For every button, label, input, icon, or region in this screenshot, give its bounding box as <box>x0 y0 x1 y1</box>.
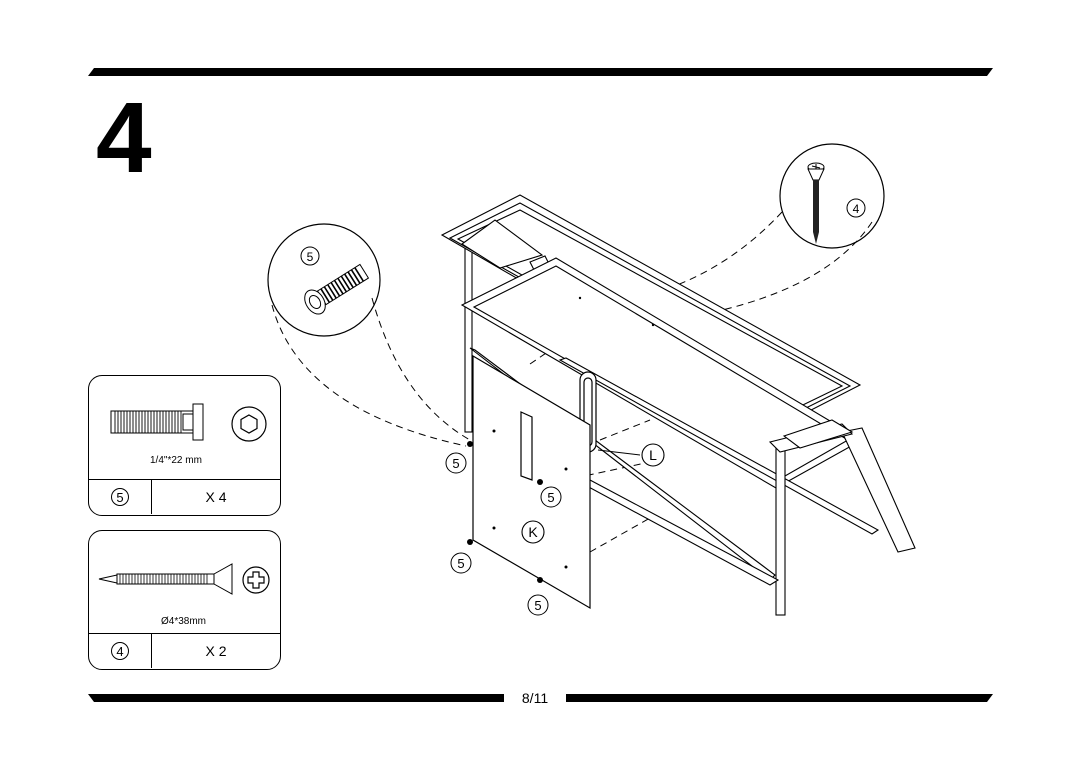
screw-part-id: 4 <box>111 642 129 660</box>
hex-socket-icon <box>231 406 267 442</box>
bolt-label-4: 5 <box>534 598 541 613</box>
bolt-quantity: X 4 <box>205 489 227 505</box>
page-number: 8/11 <box>521 690 549 706</box>
bolt-spec: 1/4"*22 mm <box>150 455 202 466</box>
bolt-zoom-callout: 5 <box>267 223 381 337</box>
screw-icon <box>98 563 233 595</box>
console-frame <box>440 194 916 616</box>
bolt-label-1: 5 <box>452 456 459 471</box>
screw-zoom-label: 4 <box>853 202 860 216</box>
bolt-part-id: 5 <box>111 488 129 506</box>
step-number: 4 <box>96 82 152 194</box>
panel-k-label: K <box>528 524 538 540</box>
bolt-label-3: 5 <box>457 556 464 571</box>
bottom-rule-right <box>566 694 993 702</box>
screw-quantity: X 2 <box>205 643 227 659</box>
side-panel-k: K <box>472 354 591 610</box>
top-rule <box>88 68 993 76</box>
bolt-icon <box>110 403 204 441</box>
part-l-label: L <box>649 447 657 463</box>
bolt-3d-icon <box>304 263 370 315</box>
screw-spec: Ø4*38mm <box>161 616 207 627</box>
bolt-label-2: 5 <box>547 490 554 505</box>
bolt-zoom-label: 5 <box>307 250 314 264</box>
screw-zoom-callout: 4 <box>779 143 885 249</box>
parts-panel-bolt: 1/4"*22 mm 5 X 4 <box>88 375 281 516</box>
bottom-rule-left <box>88 694 504 702</box>
parts-panel-screw: Ø4*38mm 4 X 2 <box>88 530 281 670</box>
bolt-callouts: 5 5 5 5 <box>445 452 562 616</box>
phillips-head-icon <box>242 566 270 594</box>
